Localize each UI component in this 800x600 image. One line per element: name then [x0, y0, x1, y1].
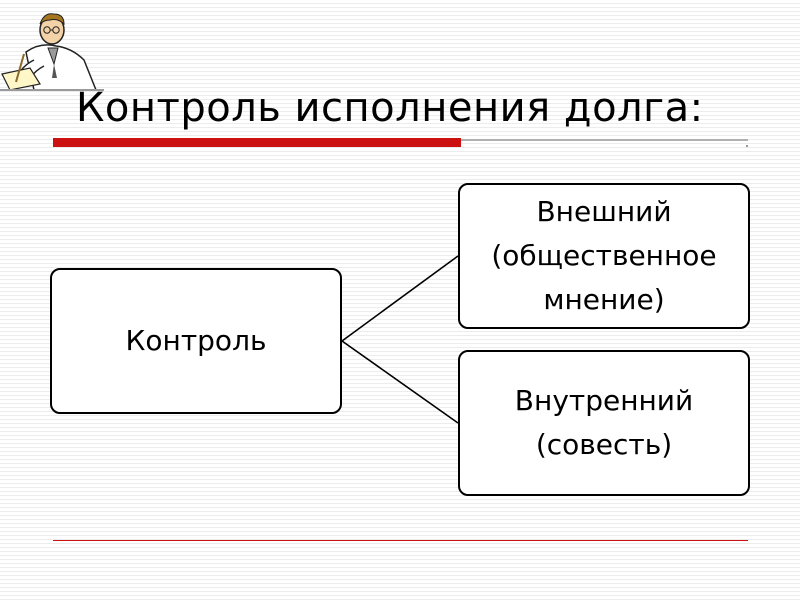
title-underline-dot — [746, 145, 748, 147]
node-external: Внешний (общественное мнение) — [458, 183, 750, 329]
title-underline-red — [53, 138, 461, 147]
node-external-label: Внешний (общественное мнение) — [491, 195, 717, 316]
node-control: Контроль — [50, 268, 342, 414]
node-control-label: Контроль — [125, 324, 267, 357]
node-internal: Внутренний (совесть) — [458, 350, 750, 496]
page-title: Контроль исполнения долга: — [76, 85, 704, 131]
writing-scholar-icon — [0, 13, 104, 91]
connector-line-internal — [341, 340, 459, 424]
node-internal-label: Внутренний (совесть) — [514, 384, 694, 461]
connector-line-external — [341, 255, 459, 342]
footer-rule — [53, 540, 748, 541]
title-underline-gray — [461, 139, 748, 141]
